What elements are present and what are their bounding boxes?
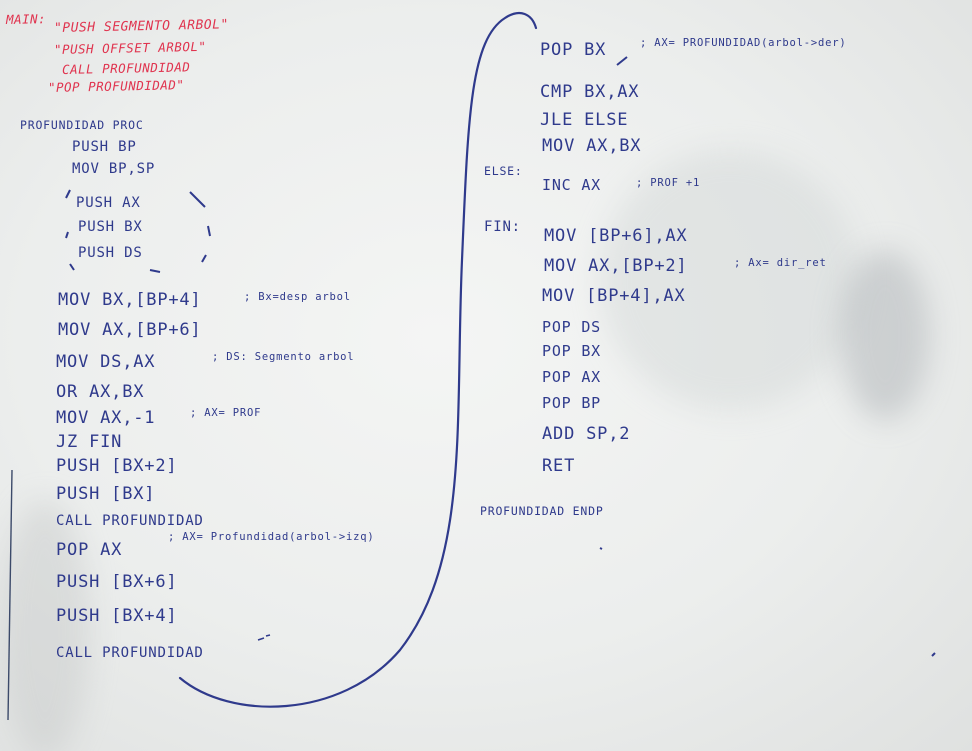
code-line: OR AX,BX bbox=[56, 382, 145, 402]
eraser-smudge bbox=[600, 150, 860, 410]
main-note-line: "PUSH OFFSET ARBOL" bbox=[53, 38, 207, 57]
code-comment: ; Bx=desp arbol bbox=[244, 291, 351, 303]
bracket-stroke bbox=[65, 231, 69, 239]
code-line: PUSH AX bbox=[76, 195, 141, 211]
code-line: CALL PROFUNDIDAD bbox=[56, 645, 204, 661]
stray-mark bbox=[616, 56, 628, 66]
code-line: MOV AX,-1 bbox=[56, 408, 156, 428]
code-line: MOV [BP+4],AX bbox=[542, 286, 686, 306]
code-line: PUSH [BX+2] bbox=[56, 456, 178, 476]
main-heading: MAIN: bbox=[5, 11, 47, 27]
bracket-stroke bbox=[149, 269, 161, 273]
code-line: PUSH [BX+6] bbox=[56, 572, 178, 592]
code-line: POP AX bbox=[542, 368, 601, 386]
code-line: PUSH [BX] bbox=[56, 484, 156, 504]
main-note-line: "PUSH SEGMENTO ARBOL" bbox=[53, 17, 229, 36]
main-note-line: "POP PROFUNDIDAD" bbox=[47, 77, 185, 95]
code-line: MOV BX,[BP+4] bbox=[58, 290, 202, 310]
eraser-smudge bbox=[840, 250, 930, 420]
code-line: MOV [BP+6],AX bbox=[544, 226, 688, 246]
code-line: RET bbox=[542, 456, 576, 476]
code-line: CALL PROFUNDIDAD bbox=[56, 513, 204, 529]
proc-header: PROFUNDIDAD PROC bbox=[20, 118, 144, 132]
code-line: ADD SP,2 bbox=[542, 424, 631, 444]
code-line: PUSH DS bbox=[78, 245, 143, 261]
code-line: INC AX bbox=[542, 176, 601, 194]
board-edge bbox=[7, 469, 13, 721]
code-line: PUSH BP bbox=[72, 139, 137, 155]
continuation-arc bbox=[178, 11, 538, 708]
code-line: POP DS bbox=[542, 318, 601, 336]
bracket-stroke bbox=[207, 225, 211, 237]
code-line: POP AX bbox=[56, 540, 123, 560]
code-line: PUSH BX bbox=[78, 219, 143, 235]
code-comment: ; AX= Profundidad(arbol->izq) bbox=[168, 531, 375, 543]
code-line: CMP BX,AX bbox=[540, 82, 640, 102]
shadow bbox=[0, 500, 90, 751]
endp-label: PROFUNDIDAD ENDP bbox=[480, 504, 604, 518]
code-line: MOV AX,BX bbox=[542, 136, 642, 156]
code-line: MOV BP,SP bbox=[72, 161, 156, 177]
code-comment: ; AX= PROF bbox=[190, 407, 262, 419]
bracket-stroke bbox=[65, 189, 71, 199]
code-line: MOV AX,[BP+6] bbox=[58, 320, 202, 340]
stray-mark bbox=[931, 652, 936, 657]
code-line: JLE ELSE bbox=[540, 110, 629, 130]
code-line: POP BX bbox=[540, 40, 607, 60]
stray-mark bbox=[599, 547, 603, 550]
bracket-stroke bbox=[201, 254, 207, 263]
code-comment: ; Ax= dir_ret bbox=[734, 257, 827, 269]
bracket-stroke bbox=[69, 263, 75, 271]
code-comment: ; DS: Segmento arbol bbox=[212, 351, 355, 363]
bracket-stroke bbox=[189, 191, 206, 208]
code-line: POP BP bbox=[542, 394, 601, 412]
code-line: MOV AX,[BP+2] bbox=[544, 256, 688, 276]
stray-mark bbox=[257, 634, 271, 641]
code-comment: ; AX= PROFUNDIDAD(arbol->der) bbox=[640, 37, 847, 49]
else-label: ELSE: bbox=[484, 164, 523, 178]
code-comment: ; PROF +1 bbox=[636, 177, 701, 189]
code-line: POP BX bbox=[542, 342, 601, 360]
code-line: MOV DS,AX bbox=[56, 352, 156, 372]
code-line: JZ FIN bbox=[56, 432, 123, 452]
code-line: PUSH [BX+4] bbox=[56, 606, 178, 626]
fin-label: FIN: bbox=[484, 219, 521, 235]
main-note-line: CALL PROFUNDIDAD bbox=[61, 59, 191, 77]
